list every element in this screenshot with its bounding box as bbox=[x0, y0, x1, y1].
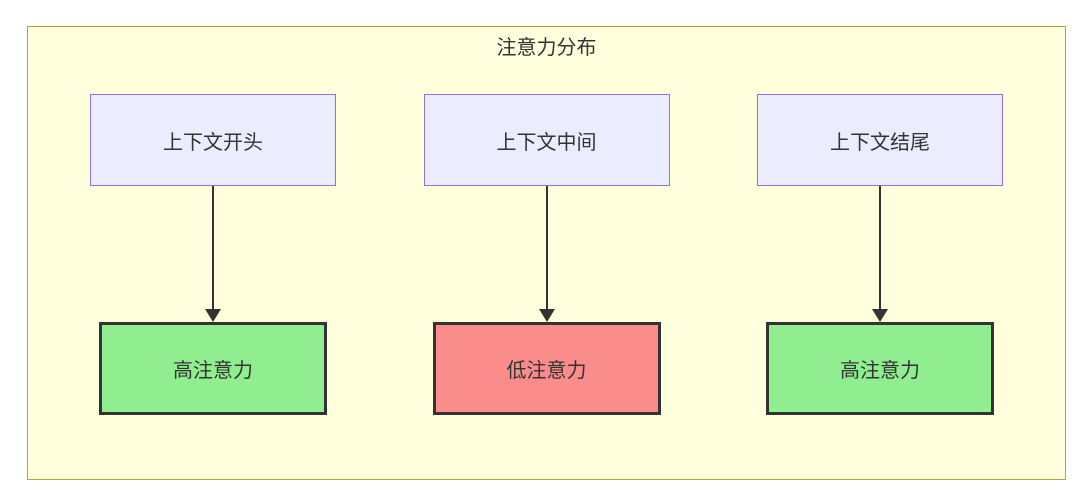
diagram-title: 注意力分布 bbox=[496, 37, 597, 59]
arrow-line bbox=[212, 186, 214, 309]
source-node-label: 上下文开头 bbox=[163, 131, 263, 154]
columns-row: 上下文开头 高注意力 上下文中间 低注意力 上下文结 bbox=[28, 94, 1065, 415]
target-node-low-attention: 低注意力 bbox=[432, 322, 661, 415]
arrowhead-icon bbox=[538, 309, 555, 322]
target-node-high-attention: 高注意力 bbox=[99, 322, 327, 415]
source-node-label: 上下文结尾 bbox=[830, 131, 930, 154]
target-node-label: 高注意力 bbox=[840, 360, 920, 382]
flow-column-context-start: 上下文开头 高注意力 bbox=[90, 94, 336, 415]
diagram-container: 注意力分布 上下文开头 高注意力 上下文中间 低注意力 bbox=[27, 26, 1066, 480]
arrowhead-icon bbox=[205, 309, 221, 322]
arrow bbox=[205, 186, 221, 322]
flow-column-context-end: 上下文结尾 高注意力 bbox=[757, 94, 1003, 415]
source-node-context-start: 上下文开头 bbox=[90, 94, 336, 186]
source-node-context-middle: 上下文中间 bbox=[423, 94, 670, 186]
target-node-label: 低注意力 bbox=[506, 360, 587, 382]
arrow-line bbox=[879, 186, 881, 309]
source-node-label: 上下文中间 bbox=[496, 131, 597, 154]
flow-column-context-middle: 上下文中间 低注意力 bbox=[423, 94, 670, 415]
source-node-context-end: 上下文结尾 bbox=[757, 94, 1003, 186]
arrow-line bbox=[545, 186, 548, 309]
arrow bbox=[872, 186, 888, 322]
target-node-high-attention: 高注意力 bbox=[766, 322, 994, 415]
arrowhead-icon bbox=[872, 309, 888, 322]
arrow bbox=[538, 186, 555, 322]
target-node-label: 高注意力 bbox=[173, 360, 253, 382]
